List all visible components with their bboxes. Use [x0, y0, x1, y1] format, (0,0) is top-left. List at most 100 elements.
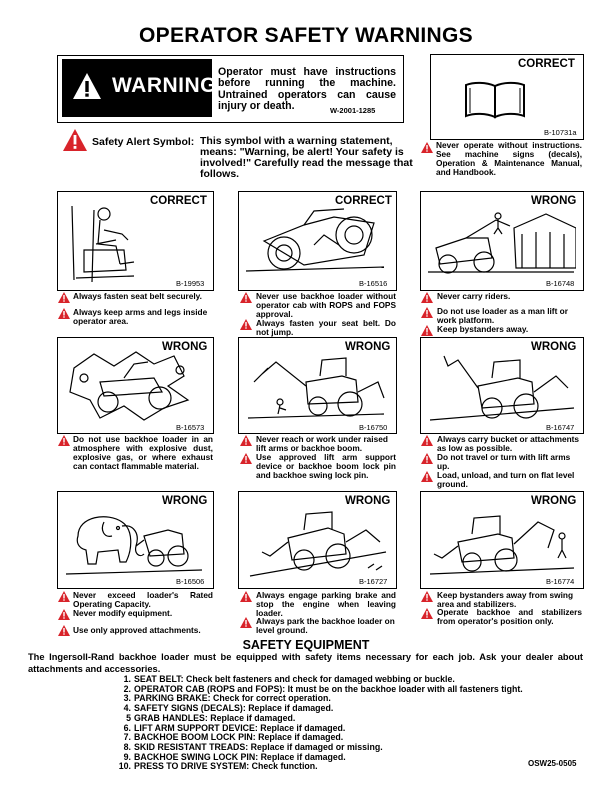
panel-caption: Do not use backhoe loader in an atmosphe…: [73, 434, 213, 471]
panel-label: WRONG: [531, 495, 577, 507]
panel-code: B-16750: [359, 423, 388, 432]
safety-alert-icon: [421, 307, 433, 318]
panel-code: B-16573: [176, 423, 205, 432]
panel-label: WRONG: [162, 341, 208, 353]
warning-label-frame: [57, 55, 404, 123]
safety-equipment-list: 1.SEAT BELT: Check belt fasteners and ch…: [118, 674, 523, 772]
rollover-illustration: [245, 208, 385, 272]
panel-label: WRONG: [345, 495, 391, 507]
panel-seat-belt: [57, 191, 214, 291]
safety-alert-icon: [63, 129, 87, 151]
panel-caption: Always fasten your seat belt. Do not jum…: [256, 318, 396, 337]
list-item: 6.LIFT ARM SUPPORT DEVICE: Replace if da…: [123, 722, 346, 733]
panel-label: WRONG: [531, 341, 577, 353]
elephant-overload-illustration: [65, 516, 203, 575]
safety-alert-icon: [421, 292, 433, 303]
raised-arms-illustration: [247, 357, 385, 419]
panel-caption: Never modify equipment.: [73, 608, 173, 618]
list-item: 10.PRESS TO DRIVE SYSTEM: Check function…: [118, 761, 318, 772]
safety-alert-icon: [240, 292, 252, 303]
manual-panel-code: B-10731a: [544, 128, 577, 137]
safety-equipment-title: SAFETY EQUIPMENT: [242, 638, 370, 652]
panel-caption: Never reach or work under raised lift ar…: [256, 434, 388, 453]
safety-alert-icon: [58, 625, 70, 636]
safety-alert-icon: [421, 471, 433, 482]
safety-alert-icon: [421, 453, 433, 464]
safety-alert-icon: [240, 319, 252, 330]
swing-area-illustration: [429, 515, 575, 575]
safety-alert-icon: [58, 609, 70, 620]
panel-caption: Use approved lift arm support device or …: [256, 452, 396, 480]
panel-explosive: [57, 337, 214, 434]
safety-alert-icon: [421, 325, 433, 336]
panel-code: B-16727: [359, 577, 388, 586]
safety-alert-icon: [240, 453, 252, 464]
panel-code: B-16748: [546, 279, 575, 288]
panel-caption: Always engage parking brake and stop the…: [256, 590, 396, 618]
bucket-raised-illustration: [429, 355, 575, 421]
safety-alert-label: Safety Alert Symbol:: [92, 136, 195, 148]
warning-code: W-2001-1285: [330, 106, 376, 115]
safety-alert-icon: [421, 608, 433, 619]
panel-caption: Do not use loader as a man lift or work …: [437, 306, 568, 325]
safety-equipment-intro: The Ingersoll-Rand backhoe loader must b…: [28, 652, 583, 674]
panel-caption: Never carry riders.: [437, 291, 511, 301]
manual-panel-label: CORRECT: [518, 58, 575, 70]
panel-parking: [238, 491, 397, 589]
list-item: 4.SAFETY SIGNS (DECALS): Replace if dama…: [123, 703, 334, 714]
document-reference: OSW25-0505: [528, 759, 577, 768]
safety-alert-icon: [240, 435, 252, 446]
warning-word: WARNING: [112, 74, 217, 97]
man-lift-illustration: [428, 212, 576, 274]
panel-caption: Operate backhoe and stabilizers from ope…: [437, 607, 582, 626]
operator-seated-illustration: [71, 205, 135, 283]
panel-code: B-16516: [359, 279, 388, 288]
safety-alert-icon: [421, 142, 433, 153]
list-item: 9.BACKHOE SWING LOCK PIN: Replace if dam…: [123, 751, 346, 762]
panel-capacity: [57, 491, 214, 589]
open-book-icon: [465, 81, 525, 119]
list-item: 2.OPERATOR CAB (ROPS and FOPS): It must …: [123, 683, 523, 694]
panel-caption: Always keep arms and legs inside operato…: [73, 307, 208, 326]
list-item: 3.PARKING BRAKE: Check for correct opera…: [123, 693, 331, 704]
panel-caption: Always carry bucket or attachments as lo…: [437, 434, 580, 453]
panel-caption: Never exceed loader's Rated Operating Ca…: [73, 590, 213, 609]
safety-alert-icon: [58, 308, 70, 319]
panel-label: CORRECT: [150, 195, 207, 207]
safety-alert-icon: [58, 292, 70, 303]
warning-triangle-icon: [73, 73, 101, 99]
panel-caption: Never use backhoe loader without operato…: [256, 291, 396, 319]
panel-caption: Always park the backhoe loader on level …: [256, 616, 395, 635]
panel-bucket-low: [420, 337, 584, 434]
safety-alert-text: This symbol with a warning statement, me…: [200, 135, 413, 180]
panel-label: WRONG: [531, 195, 577, 207]
panel-code: B-16506: [176, 577, 205, 586]
safety-alert-icon: [240, 591, 252, 602]
panel-swing-area: [420, 491, 584, 589]
panel-code: B-16747: [546, 423, 575, 432]
panel-caption: Do not travel or turn with lift arms up.: [437, 452, 571, 471]
slope-parking-illustration: [249, 511, 387, 577]
safety-alert-icon: [240, 617, 252, 628]
panel-caption: Keep bystanders away from swing area and…: [437, 590, 574, 609]
explosion-illustration: [69, 351, 190, 421]
manual-panel-caption: Never operate without instructions. See …: [436, 140, 582, 177]
panel-label: CORRECT: [335, 195, 392, 207]
safety-alert-icon: [58, 591, 70, 602]
safety-alert-icon: [421, 435, 433, 446]
panel-code: B-16774: [546, 577, 575, 586]
list-item: 8.SKID RESISTANT TREADS: Replace if dama…: [123, 741, 383, 752]
panel-caption: Keep bystanders away.: [437, 324, 529, 334]
panel-riders: [420, 191, 584, 291]
page-title: OPERATOR SAFETY WARNINGS: [139, 24, 473, 47]
warning-text: Operator must have instructions before r…: [218, 66, 396, 112]
panel-caption: Load, unload, and turn on flat level gro…: [437, 470, 575, 489]
panel-label: WRONG: [162, 495, 208, 507]
panel-code: B-19953: [176, 279, 205, 288]
safety-alert-icon: [421, 591, 433, 602]
list-item: 7.BACKHOE BOOM LOCK PIN: Replace if dama…: [123, 732, 344, 743]
panel-caption: Use only approved attachments.: [73, 625, 201, 635]
panel-caption: Always fasten seat belt securely.: [73, 291, 202, 301]
safety-alert-icon: [58, 435, 70, 446]
